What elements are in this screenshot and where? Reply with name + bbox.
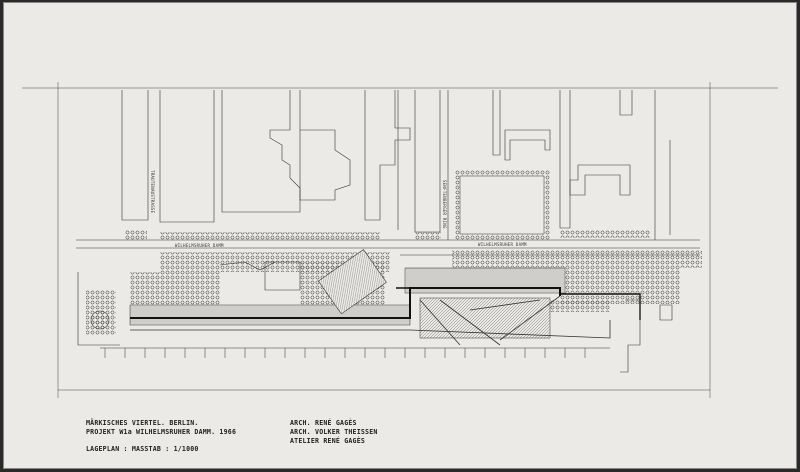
courtyard xyxy=(459,175,545,235)
housing-complex xyxy=(90,249,673,373)
scale-label: LAGEPLAN : MASSTAB : 1/1000 xyxy=(86,445,199,453)
credit-atelier: ATELIER RENÉ GAGÈS xyxy=(290,437,366,445)
title-line-1: MÄRKISCHES VIERTEL. BERLIN. xyxy=(86,419,199,427)
street-label-damm-left: WILHELMSRUHER DAMM xyxy=(175,243,224,248)
street-label-vertical-left: TRAUTENAUSTRASSE xyxy=(150,170,155,214)
street-label-vertical-right: SENFTENBERGER RING xyxy=(442,180,447,229)
credit-architect-1: ARCH. RENÉ GAGÈS xyxy=(290,419,357,427)
title-line-2: PROJEKT W1a WILHELMSRUHER DAMM. 1966 xyxy=(86,428,237,436)
street-labels: WILHELMSRUHER DAMM WILHELMSRUHER DAMM TR… xyxy=(150,170,527,248)
street-label-damm-right: WILHELMSRUHER DAMM xyxy=(478,242,527,247)
credit-architect-2: ARCH. VOLKER THEISSEN xyxy=(290,428,378,436)
frame-lines xyxy=(22,82,778,398)
